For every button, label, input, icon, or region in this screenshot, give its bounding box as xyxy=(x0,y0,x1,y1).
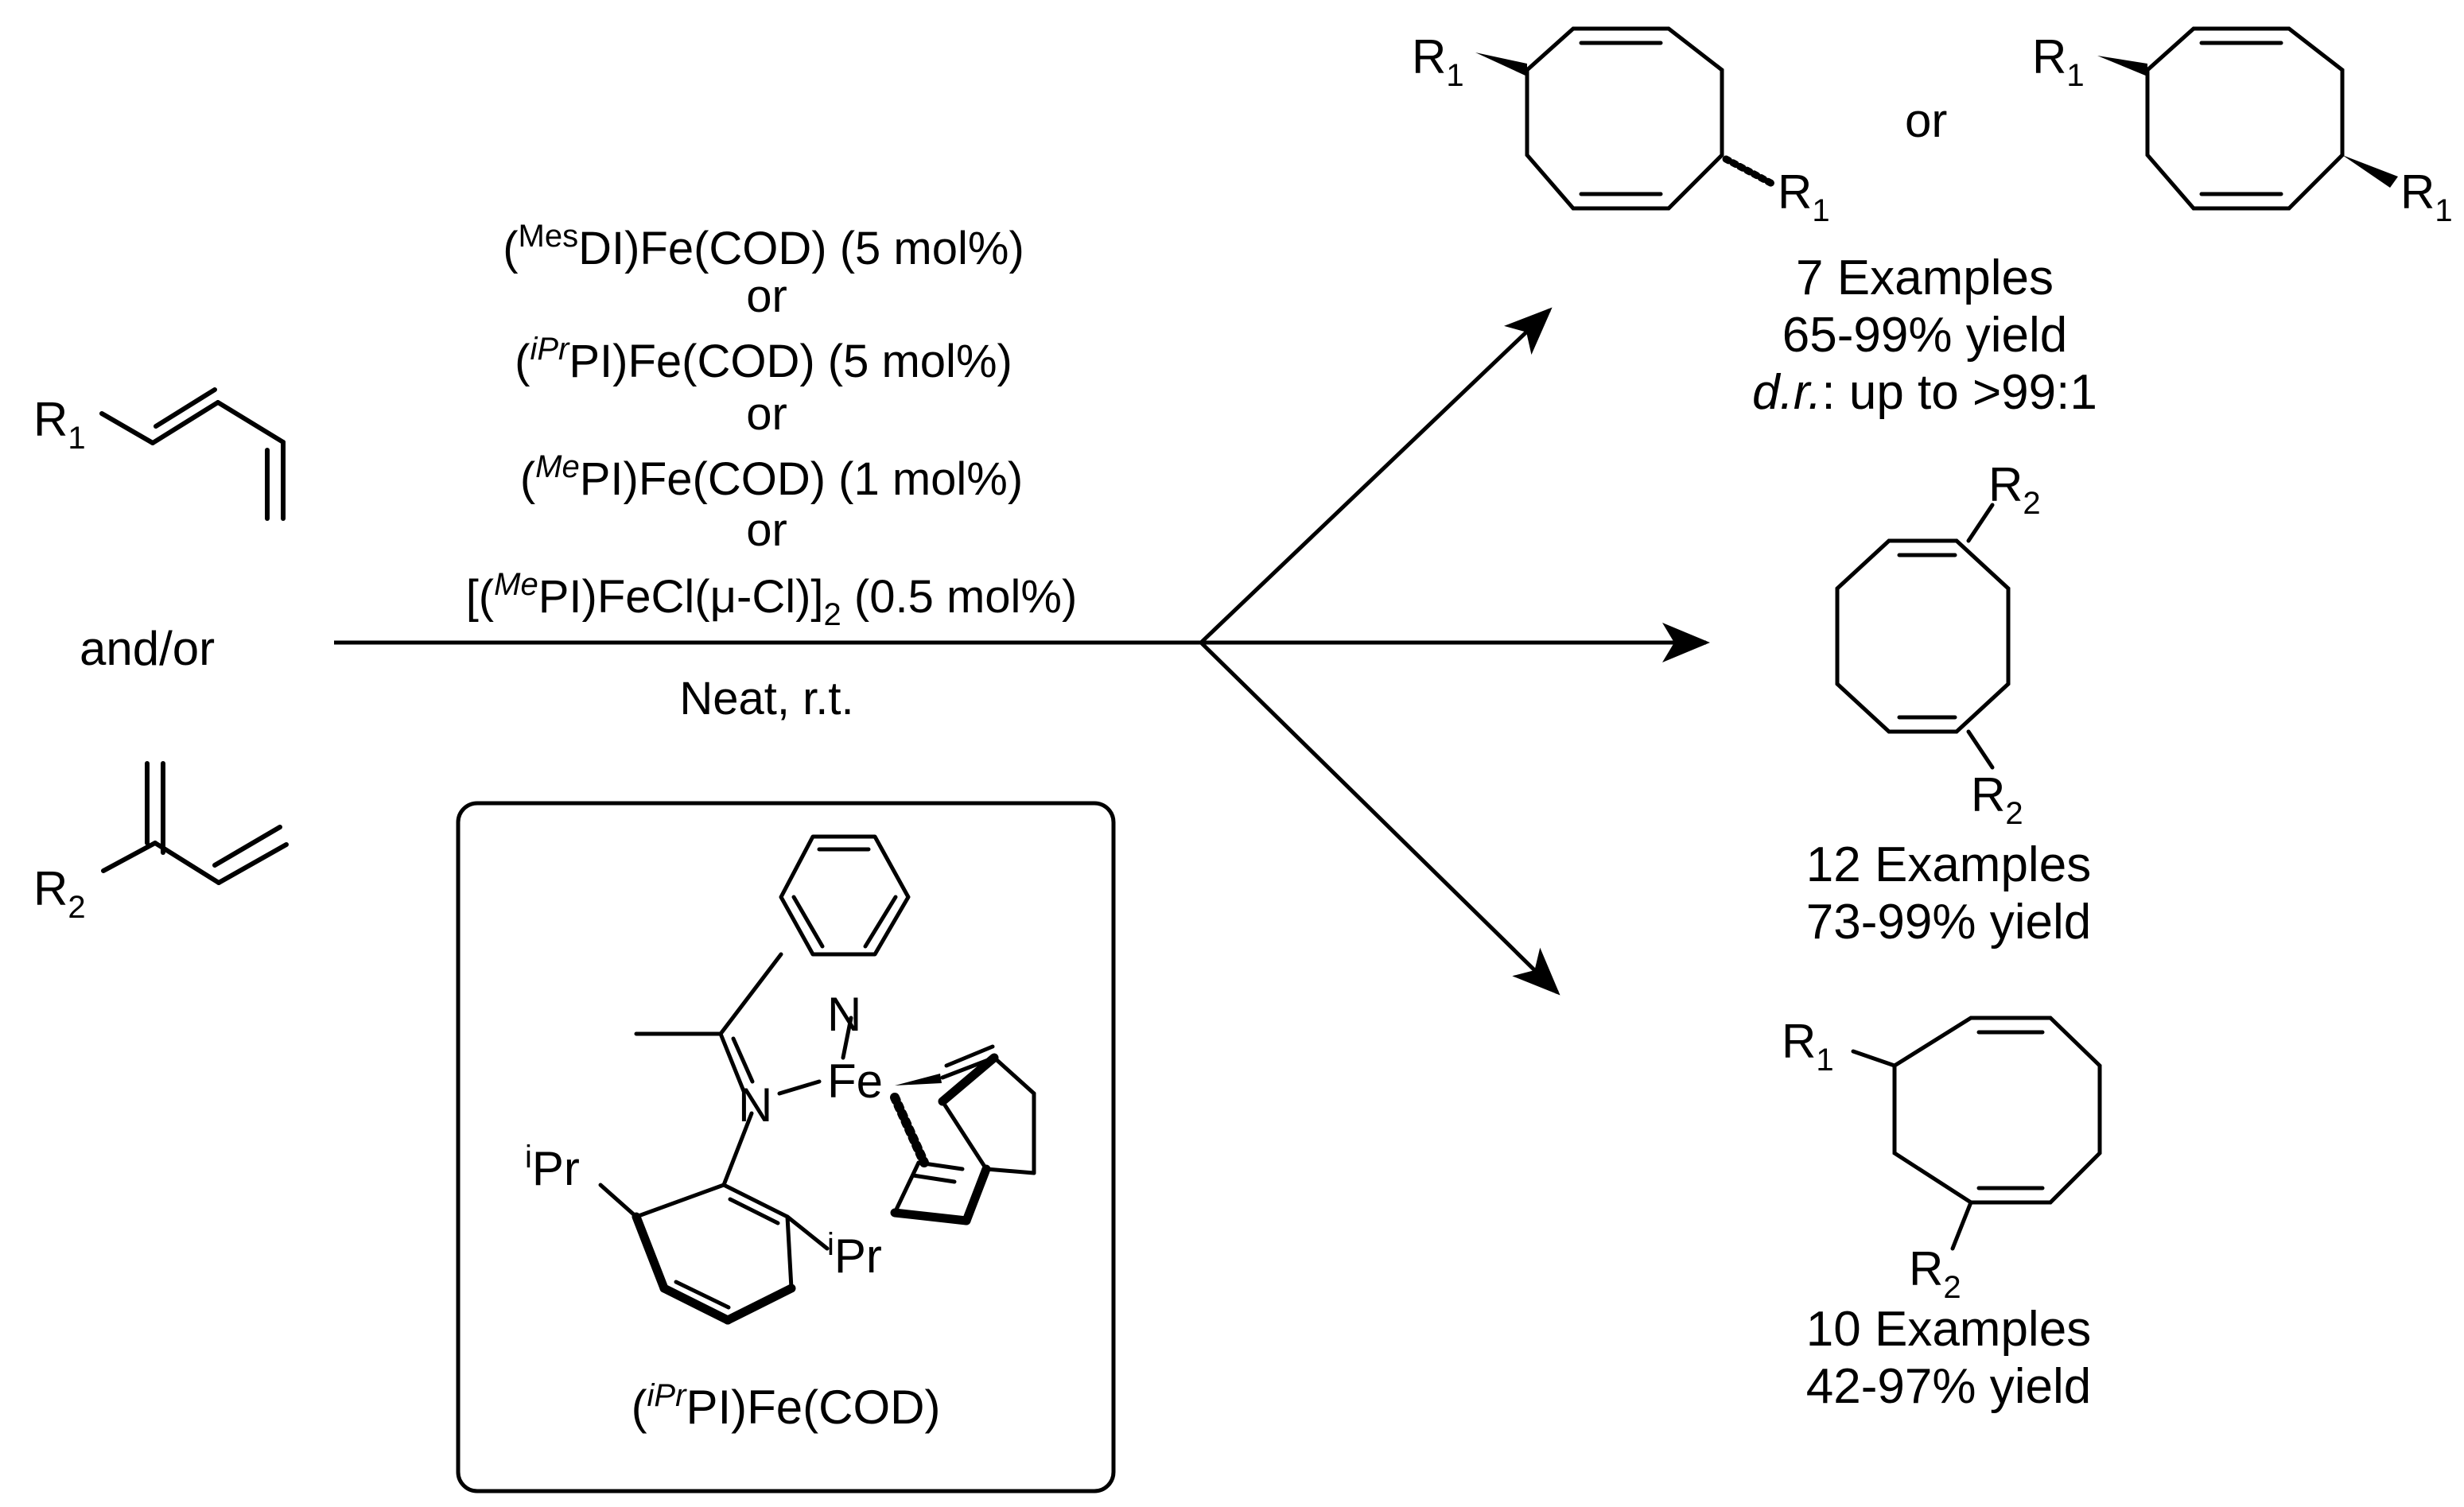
product-1-dr: d.r.: up to >99:1 xyxy=(1752,365,2097,420)
catalyst-2: (iPrPI)Fe(COD) (5 mol%) xyxy=(515,332,1012,387)
product-2-results: 12 Examples 73-99% yield xyxy=(1806,837,2091,950)
pyridine-n-label: N xyxy=(827,988,861,1041)
reactant-r2-label: R2 xyxy=(33,862,86,925)
product-1-cis-r1-bottom: R1 xyxy=(2400,165,2453,228)
reaction-conditions: (MesDI)Fe(COD) (5 mol%) or (iPrPI)Fe(COD… xyxy=(466,219,1078,724)
product-2-r2-top: R2 xyxy=(1988,458,2041,521)
product-1-results: 7 Examples 65-99% yield d.r.: up to >99:… xyxy=(1752,251,2097,420)
product-1-yield: 65-99% yield xyxy=(1782,308,2067,363)
reactant-diene-r2 xyxy=(101,761,289,885)
inset-caption: (iPrPI)Fe(COD) xyxy=(632,1378,941,1434)
product-3-r1-label: R1 xyxy=(1782,1015,1834,1078)
arrow-to-product-3 xyxy=(1199,641,1560,996)
product-1-trans-r1-top: R1 xyxy=(1412,30,1464,93)
product-3-yield: 42-97% yield xyxy=(1806,1359,2091,1414)
product-3-structure xyxy=(1851,1016,2102,1251)
iron-complex-structure xyxy=(598,834,1036,1325)
catalyst-structure-box xyxy=(456,801,1116,1493)
or-2: or xyxy=(746,388,787,440)
ipr-left-label: iPr xyxy=(525,1140,580,1195)
reaction-arrows xyxy=(334,307,1710,996)
product-2-r2-bottom: R2 xyxy=(1971,768,2023,831)
product-1-cis-r1-top: R1 xyxy=(2032,30,2085,93)
arrow-to-product-1 xyxy=(1199,307,1553,644)
product-1-trans-r1-bottom: R1 xyxy=(1778,165,1830,228)
reactant-r1-label: R1 xyxy=(33,393,86,456)
product-1-examples: 7 Examples xyxy=(1796,251,2054,305)
product-3-r2-label: R2 xyxy=(1909,1242,1961,1305)
product-1-trans-structure xyxy=(1475,26,1778,211)
or-1: or xyxy=(746,270,787,322)
iron-label: Fe xyxy=(827,1055,883,1108)
product-1-cis-structure xyxy=(2097,26,2398,211)
catalyst-4: [(MePI)FeCl(μ-Cl)]2 (0.5 mol%) xyxy=(466,567,1078,632)
catalyst-1: (MesDI)Fe(COD) (5 mol%) xyxy=(503,219,1024,274)
ipr-right-label: iPr xyxy=(827,1227,882,1283)
product-1-or: or xyxy=(1905,94,1947,147)
product-2-examples: 12 Examples xyxy=(1806,837,2091,892)
product-2-yield: 73-99% yield xyxy=(1806,895,2091,950)
product-3-examples: 10 Examples xyxy=(1806,1302,2091,1357)
product-2-structure xyxy=(1835,503,2011,770)
or-3: or xyxy=(746,504,787,556)
reactant-diene-r1 xyxy=(99,387,286,521)
and-or-label: and/or xyxy=(80,622,215,675)
catalyst-3: (MePI)Fe(COD) (1 mol%) xyxy=(520,449,1023,505)
imine-n-label: N xyxy=(738,1078,772,1132)
solvent-conditions: Neat, r.t. xyxy=(679,673,853,724)
product-3-results: 10 Examples 42-97% yield xyxy=(1806,1302,2091,1414)
